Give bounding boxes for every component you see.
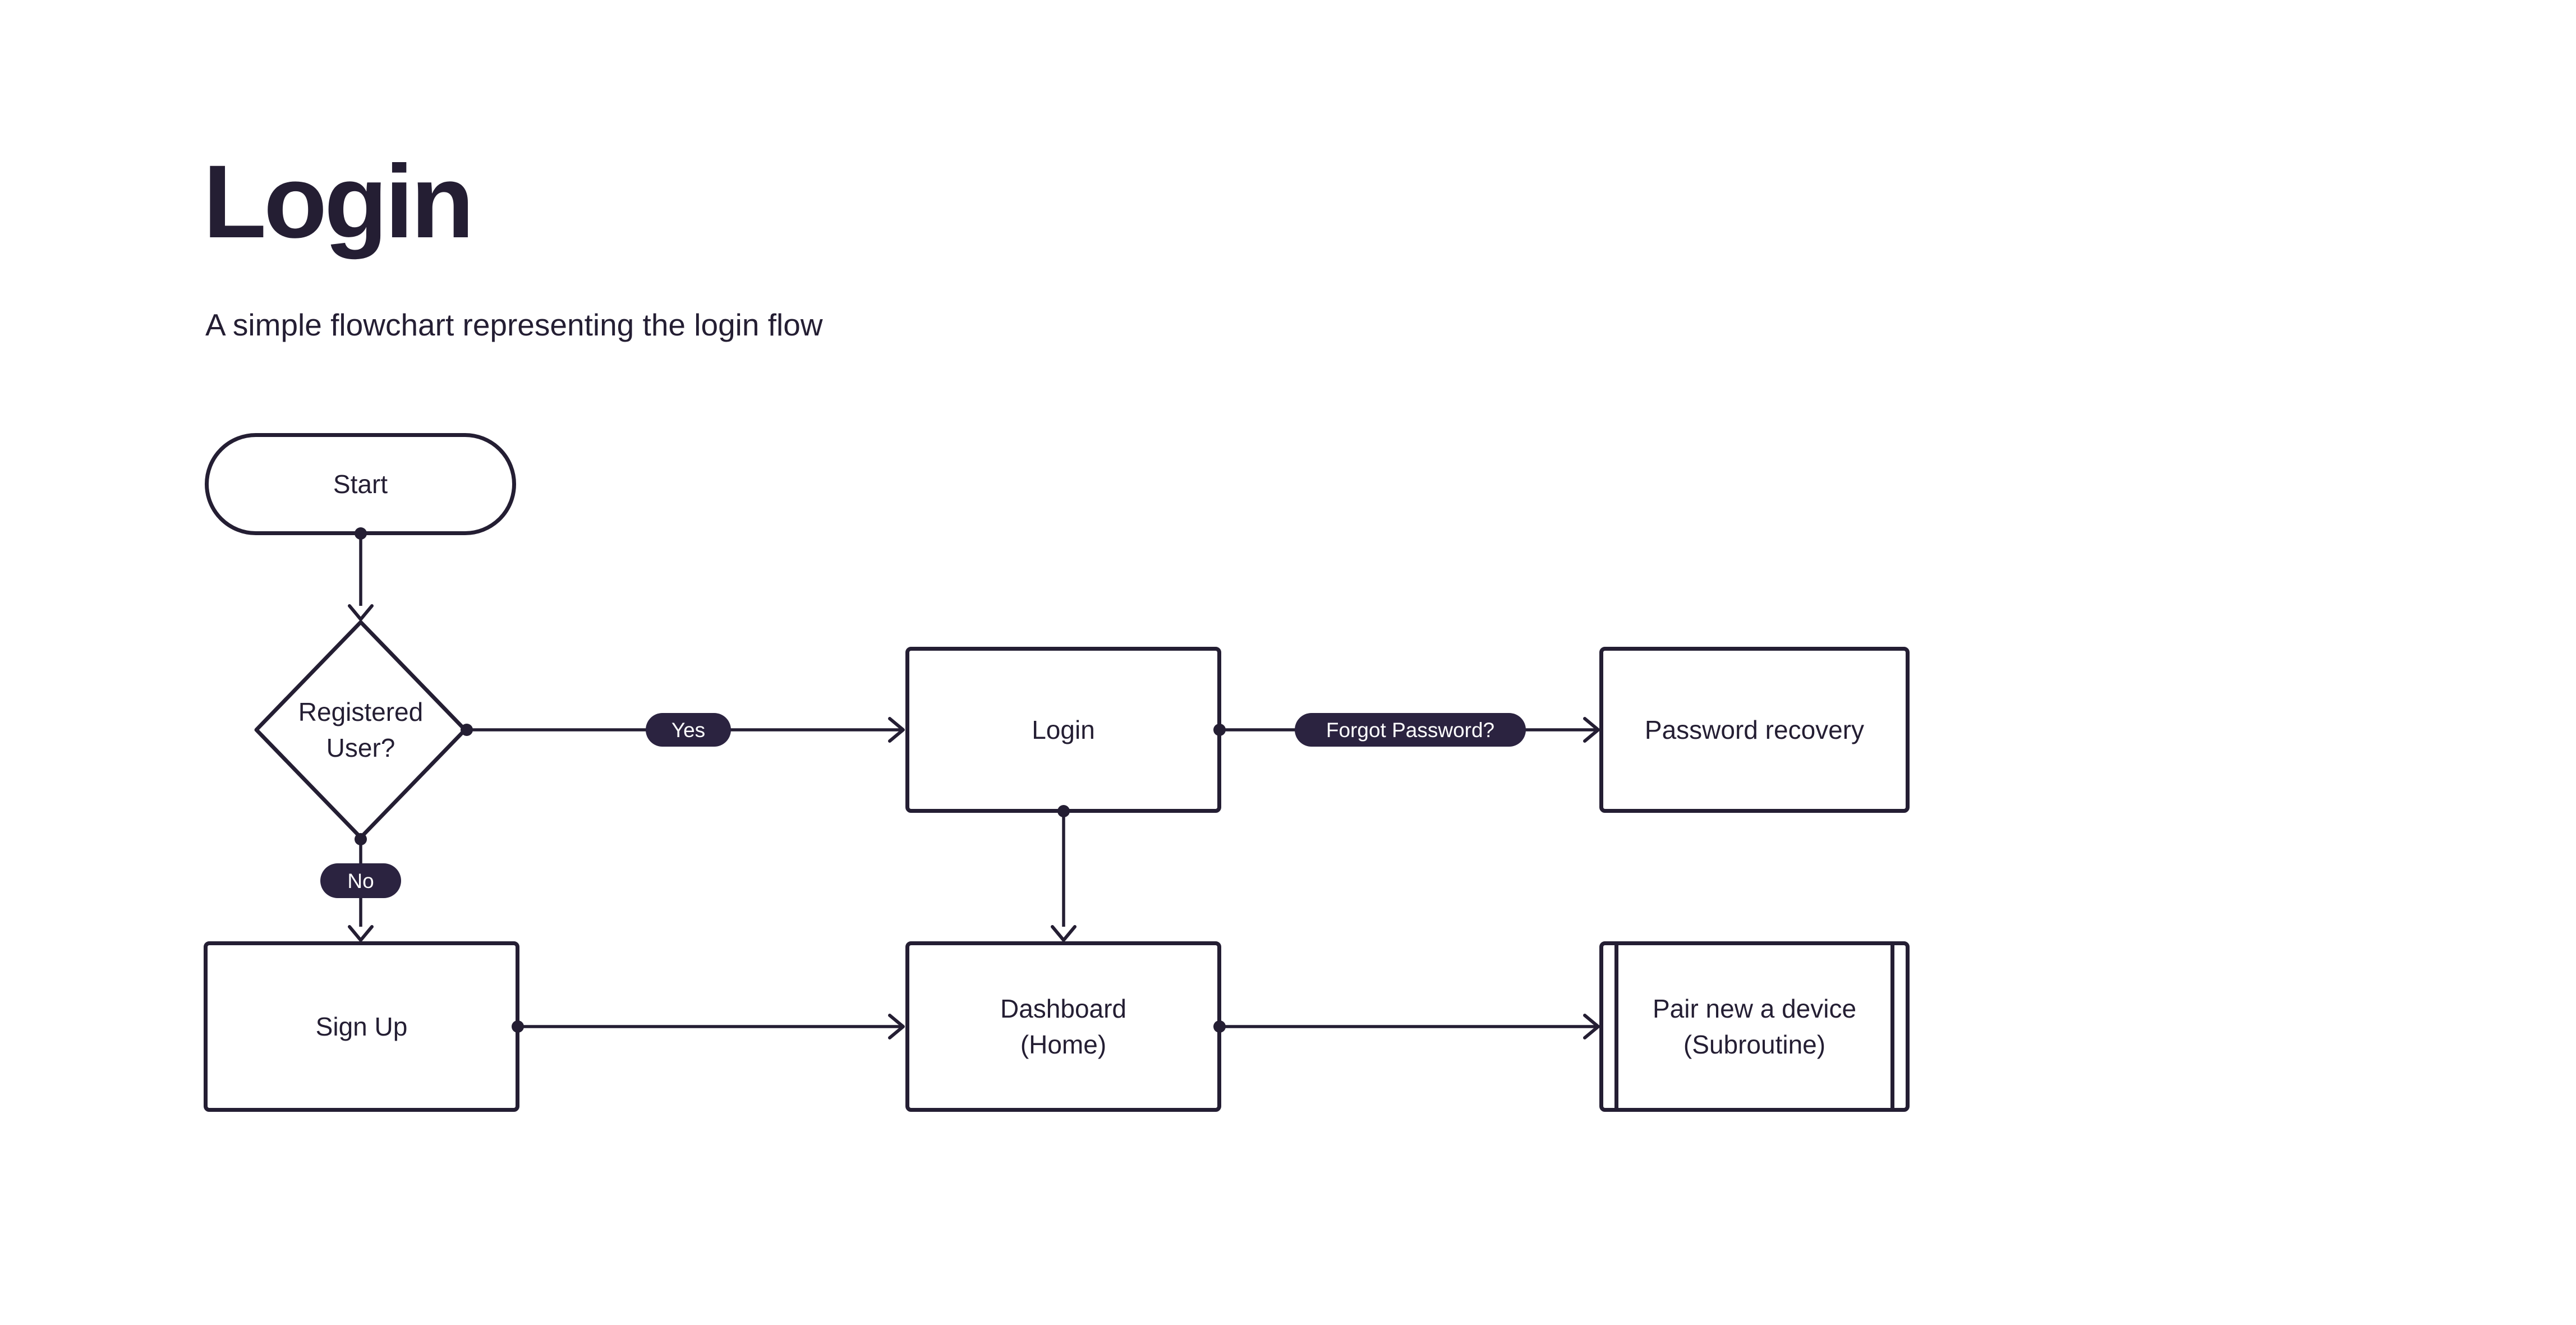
edge-label-forgot-password-text: Forgot Password? bbox=[1326, 718, 1495, 742]
node-password-recovery-label: Password recovery bbox=[1644, 715, 1865, 744]
node-login[interactable]: Login bbox=[905, 647, 1221, 813]
edge-label-forgot-password[interactable]: Forgot Password? bbox=[1295, 713, 1526, 747]
arrowhead-down-icon bbox=[348, 604, 374, 621]
node-start-label: Start bbox=[333, 470, 388, 499]
node-pair-device-label-line2: (Subroutine) bbox=[1683, 1030, 1826, 1059]
arrowhead-down-icon bbox=[348, 925, 374, 942]
node-pair-device-label-line1: Pair new a device bbox=[1652, 994, 1857, 1023]
node-dashboard-label-line1: Dashboard bbox=[1000, 994, 1127, 1023]
arrowhead-right-icon bbox=[1583, 717, 1600, 743]
page-subtitle: A simple flowchart representing the logi… bbox=[205, 307, 823, 342]
edge-label-no-text: No bbox=[347, 869, 374, 892]
node-sign-up[interactable]: Sign Up bbox=[204, 941, 519, 1112]
arrowhead-right-icon bbox=[1583, 1014, 1600, 1039]
edge-label-yes[interactable]: Yes bbox=[646, 713, 731, 747]
edge-label-no[interactable]: No bbox=[320, 863, 401, 898]
node-registered-user-label-line1: Registered bbox=[298, 697, 424, 726]
node-login-label: Login bbox=[1032, 715, 1095, 744]
arrowhead-right-icon bbox=[888, 717, 905, 743]
node-start[interactable]: Start bbox=[205, 433, 516, 535]
subroutine-right-bar bbox=[1890, 945, 1894, 1108]
subroutine-left-bar bbox=[1614, 945, 1618, 1108]
node-sign-up-label: Sign Up bbox=[315, 1012, 408, 1041]
page-title: Login bbox=[203, 144, 474, 260]
node-dashboard-label-line2: (Home) bbox=[1020, 1030, 1107, 1059]
edge-label-yes-text: Yes bbox=[671, 718, 706, 742]
arrowhead-down-icon bbox=[1051, 925, 1077, 942]
node-registered-user-label-line2: User? bbox=[326, 733, 395, 762]
node-password-recovery[interactable]: Password recovery bbox=[1599, 647, 1910, 813]
node-dashboard[interactable]: Dashboard (Home) bbox=[905, 941, 1221, 1112]
node-registered-user[interactable]: Registered User? bbox=[256, 622, 465, 838]
node-pair-device[interactable]: Pair new a device (Subroutine) bbox=[1599, 941, 1910, 1112]
arrowhead-right-icon bbox=[888, 1014, 905, 1039]
